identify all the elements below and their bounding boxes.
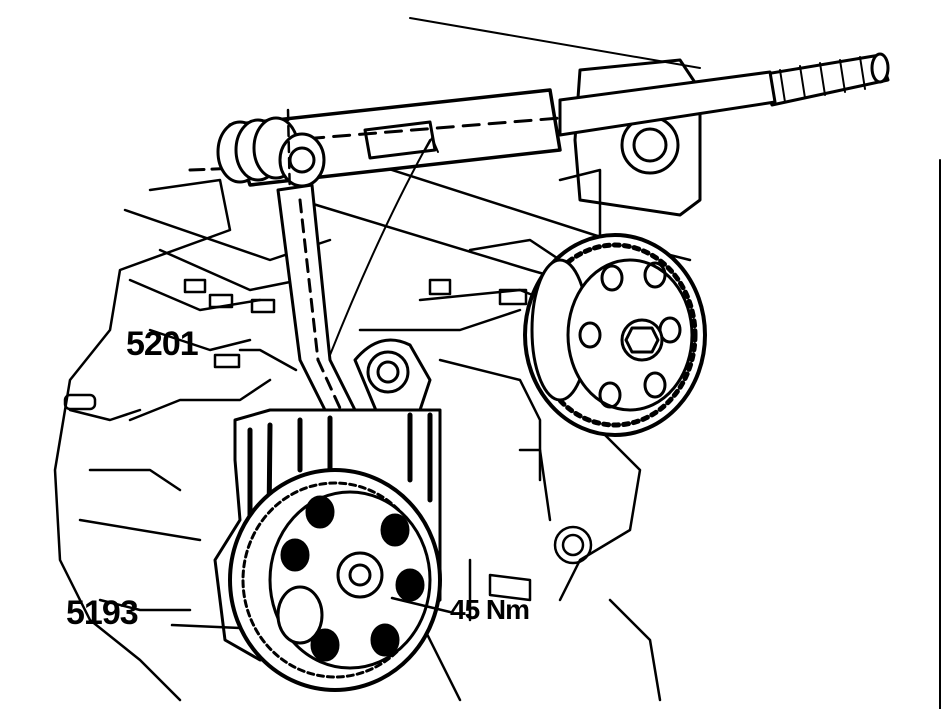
torque-wrench — [188, 52, 890, 202]
callout-5193: 5193 — [66, 594, 139, 632]
crank-sprocket-5193 — [213, 408, 442, 692]
guide-line — [409, 17, 701, 69]
callout-5201: 5201 — [126, 325, 199, 363]
cam-sprocket — [523, 233, 707, 437]
callout-torque: 45 Nm — [450, 594, 530, 625]
leader-lines — [170, 348, 452, 630]
tensioner-bracket — [353, 338, 432, 422]
leader-5201 — [238, 348, 298, 372]
leader-5193 — [170, 623, 242, 630]
leader-45nm — [390, 596, 452, 614]
